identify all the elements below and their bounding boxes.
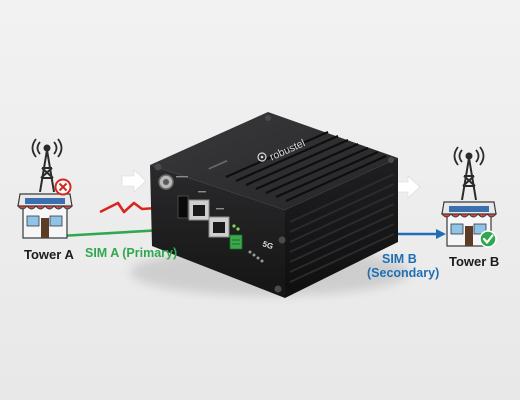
port-labels <box>176 176 224 210</box>
tower-b-label: Tower B <box>449 254 500 269</box>
side-fins <box>289 173 395 283</box>
screw <box>278 236 286 244</box>
model-print <box>208 160 228 170</box>
heat-sink-fins <box>225 130 387 203</box>
tower-b <box>440 146 498 248</box>
sim-a-label: SIM A (Primary) <box>85 246 178 260</box>
check-icon <box>479 230 497 248</box>
cell-tower-icon <box>31 138 63 193</box>
screw <box>274 285 282 293</box>
arrow-right-icon <box>121 169 147 193</box>
sim-b-label-line2: (Secondary) <box>367 266 440 280</box>
ethernet-port-1 <box>188 199 210 221</box>
network-mark: 5G <box>261 239 274 251</box>
sim-slot <box>177 195 189 219</box>
router-device: robustel 5G <box>150 112 398 298</box>
arrow-right-icon <box>395 175 421 199</box>
tower-a-label: Tower A <box>24 247 74 262</box>
ethernet-port-2 <box>208 216 230 238</box>
screw <box>388 157 394 163</box>
error-x-icon <box>54 178 72 196</box>
shop-icon <box>16 193 74 239</box>
screw <box>154 163 162 171</box>
screw <box>265 115 271 121</box>
power-terminal <box>229 234 243 250</box>
shop-icon <box>440 201 498 247</box>
tower-a <box>16 138 74 239</box>
status-leds <box>232 224 264 263</box>
antenna-connector <box>158 174 174 190</box>
sim-b-label-line1: SIM B <box>382 252 417 266</box>
cell-tower-icon <box>453 146 485 201</box>
